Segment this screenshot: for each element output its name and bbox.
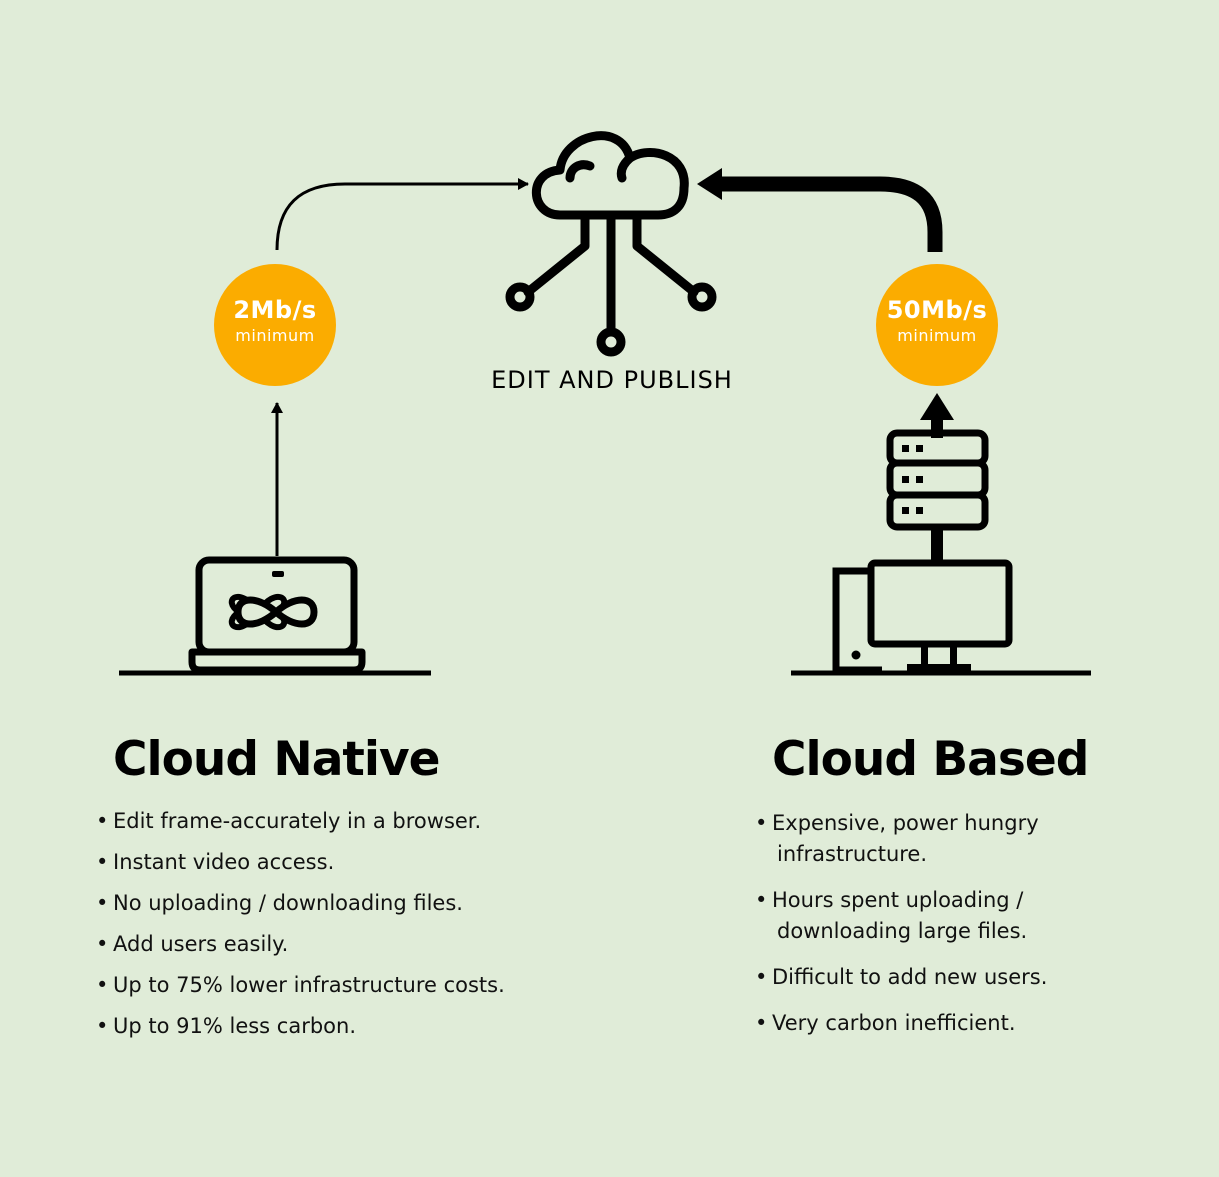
laptop-infinity-icon (188, 556, 366, 674)
cloud-based-heading: Cloud Based (772, 732, 1089, 787)
list-item-line: downloading large files. (777, 919, 1028, 943)
left-bandwidth-badge: 2Mb/s minimum (214, 264, 336, 386)
list-item: Edit frame-accurately in a browser. (96, 808, 616, 834)
list-item: Up to 91% less carbon. (96, 1013, 616, 1039)
left-speed-value: 2Mb/s (233, 296, 317, 324)
list-item: Instant video access. (96, 849, 616, 875)
right-bandwidth-badge: 50Mb/s minimum (876, 264, 998, 386)
cloud-native-heading: Cloud Native (113, 732, 441, 787)
right-upload-arrow (697, 168, 943, 252)
list-item-line: Hours spent uploading / (772, 888, 1024, 912)
cloud-native-benefits-list: Edit frame-accurately in a browser. Inst… (96, 808, 616, 1054)
left-speed-note: minimum (235, 326, 315, 345)
list-item: Hours spent uploading / downloading larg… (755, 885, 1095, 947)
list-item-line: Very carbon inefficient. (772, 1011, 1016, 1035)
right-speed-note: minimum (897, 326, 977, 345)
list-item: Add users easily. (96, 931, 616, 957)
left-upload-arrow (275, 178, 529, 251)
list-item: Difficult to add new users. (755, 962, 1095, 993)
list-item-line: Difficult to add new users. (772, 965, 1048, 989)
right-speed-value: 50Mb/s (886, 296, 988, 324)
list-item: Very carbon inefficient. (755, 1008, 1095, 1039)
list-item-line: Expensive, power hungry (772, 811, 1039, 835)
list-item-line: infrastructure. (777, 842, 928, 866)
list-item: No uploading / downloading files. (96, 890, 616, 916)
cloud-network-icon (505, 131, 717, 357)
server-workstation-icon (832, 393, 1013, 674)
list-item: Up to 75% lower infrastructure costs. (96, 972, 616, 998)
cloud-based-drawbacks-list: Expensive, power hungry infrastructure. … (755, 808, 1095, 1054)
edit-publish-label: EDIT AND PUBLISH (491, 366, 733, 394)
list-item: Expensive, power hungry infrastructure. (755, 808, 1095, 870)
